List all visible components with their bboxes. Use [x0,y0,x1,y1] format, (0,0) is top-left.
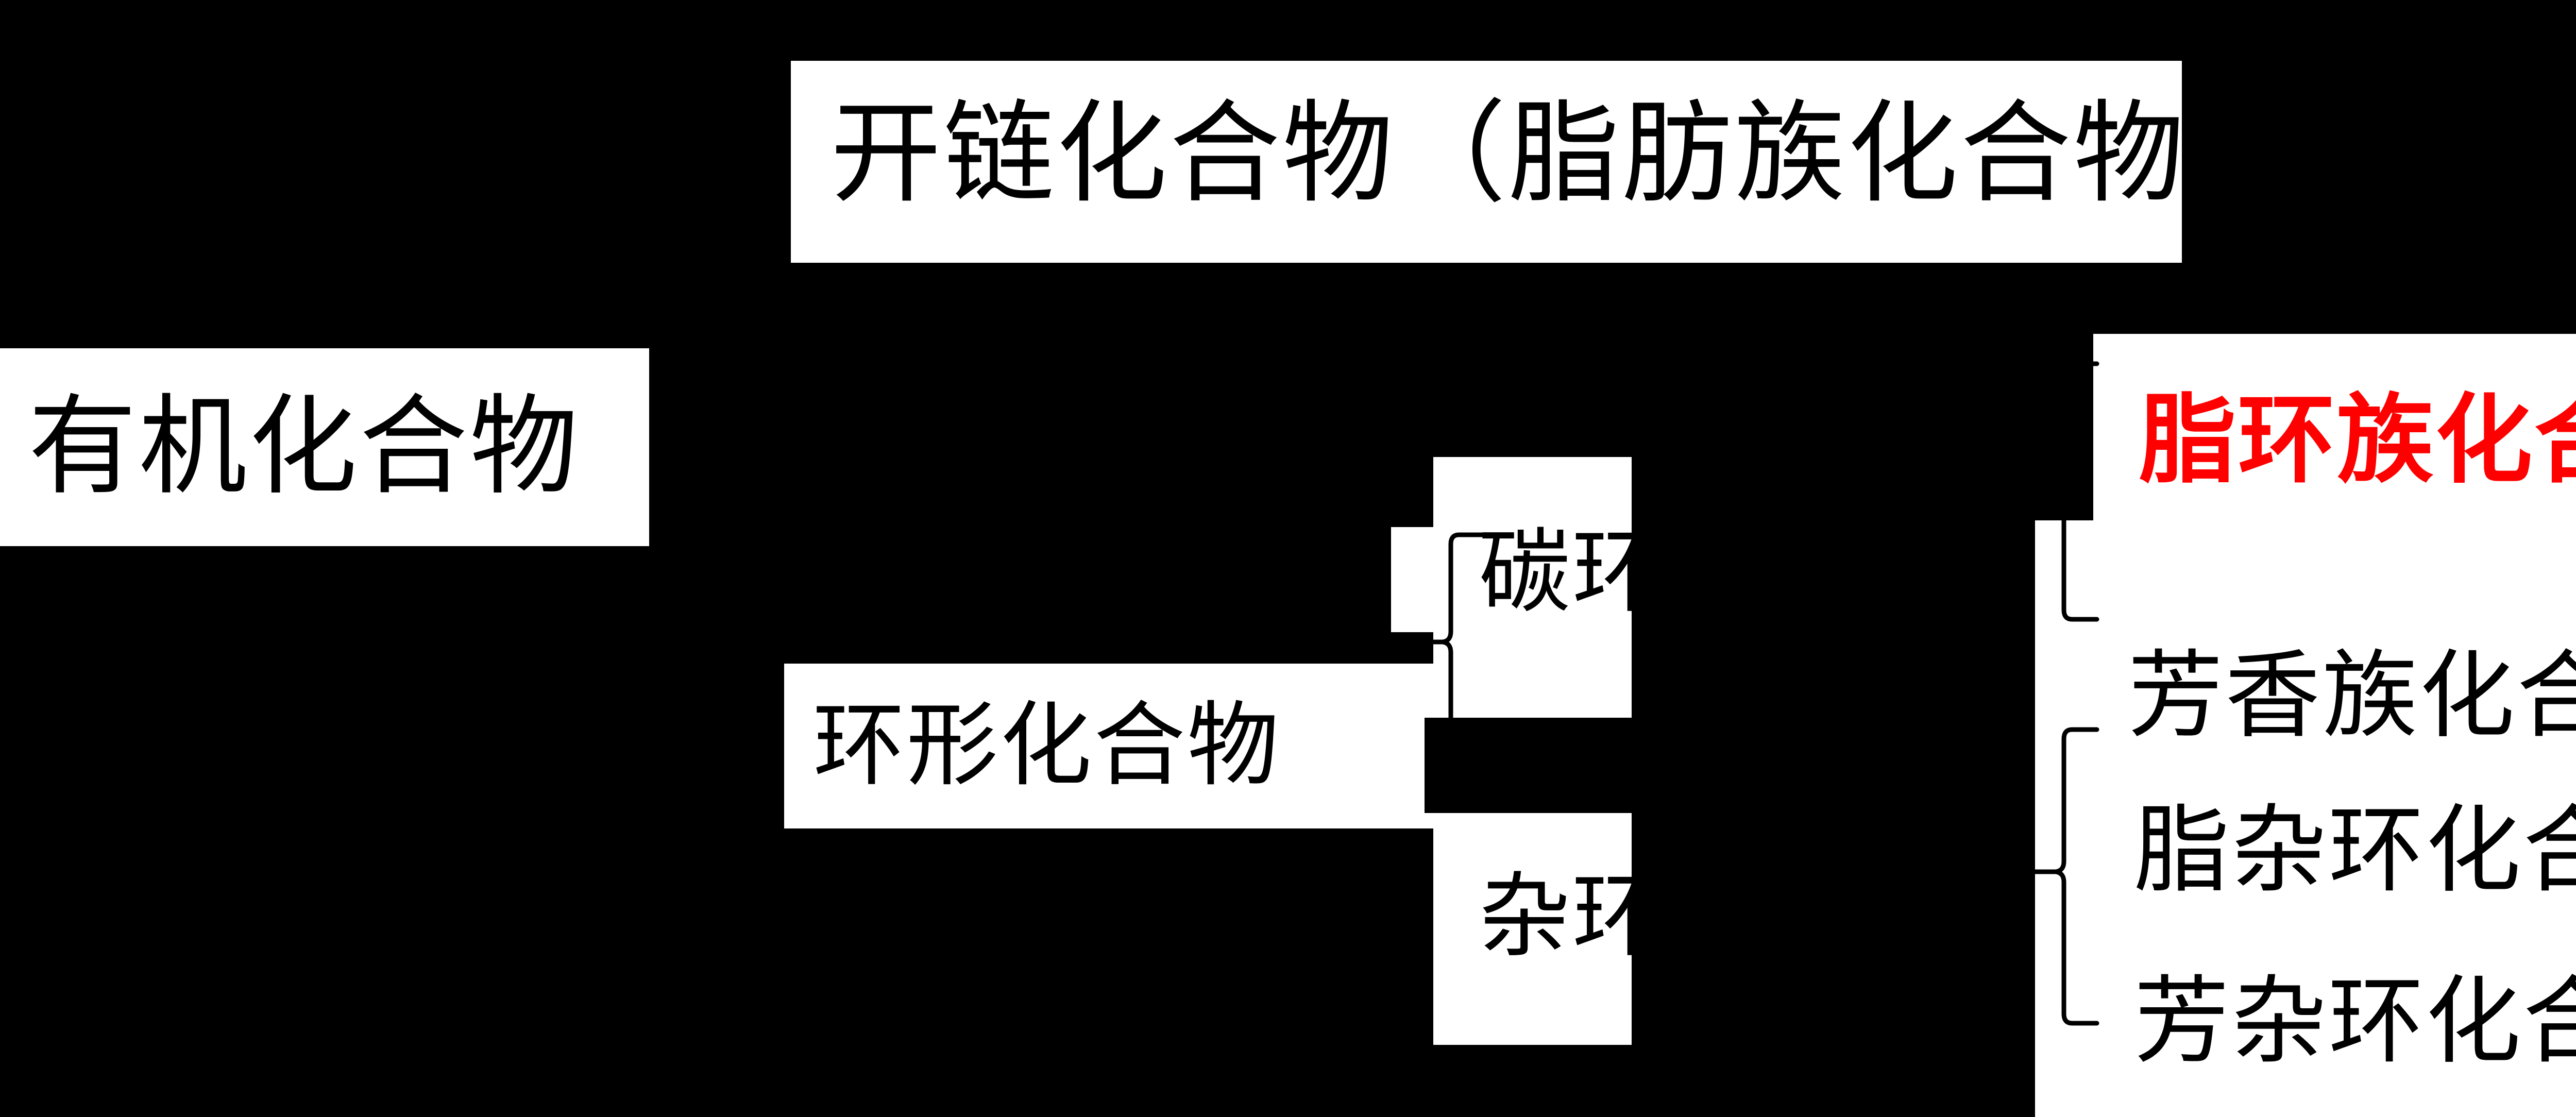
panel-aromatic [2035,520,2576,613]
node-aromatic: 芳香族化合物 [2128,640,2576,751]
node-cyclic: 环形化合物 [813,692,1281,799]
node-open-chain: 开链化合物（脂肪族化合物） [831,89,2299,218]
brace-cyclic-split [1420,532,1485,752]
panel-cyclic [784,664,1020,828]
connector-carbocyclic-to-brace [1790,523,2027,528]
node-root: 有机化合物 [28,383,581,510]
panel-alicyclic [2093,334,2576,520]
panel-hetero-alicyclic [2035,613,2576,707]
redaction-band [1425,718,1645,813]
node-hetero-alicyclic: 脂杂环化合物 [2134,794,2576,906]
panel-open-chain [791,61,2182,263]
panel-carbo-hetero-group-ext [1391,527,1632,632]
panel-cyclic-bridge [1010,664,1437,828]
connector-heterocyclic-to-brace [1790,909,2027,915]
node-hetero-aromatic: 芳杂环化合物 [2134,966,2576,1077]
panel-hetero-aromatic [2035,707,2576,1117]
node-heterocyclic: 杂环化合物 [1479,863,1946,970]
node-carbocyclic: 碳环化合物 [1479,519,1946,625]
brace-heterocyclic-split [2025,727,2099,1026]
node-alicyclic: 脂环族化合物 [2139,383,2576,497]
connector-cyclic-to-brace [1011,641,1429,647]
panel-root [0,348,649,546]
brace-carbocyclic-split [2032,361,2099,622]
redaction-band-step [1632,783,1650,813]
